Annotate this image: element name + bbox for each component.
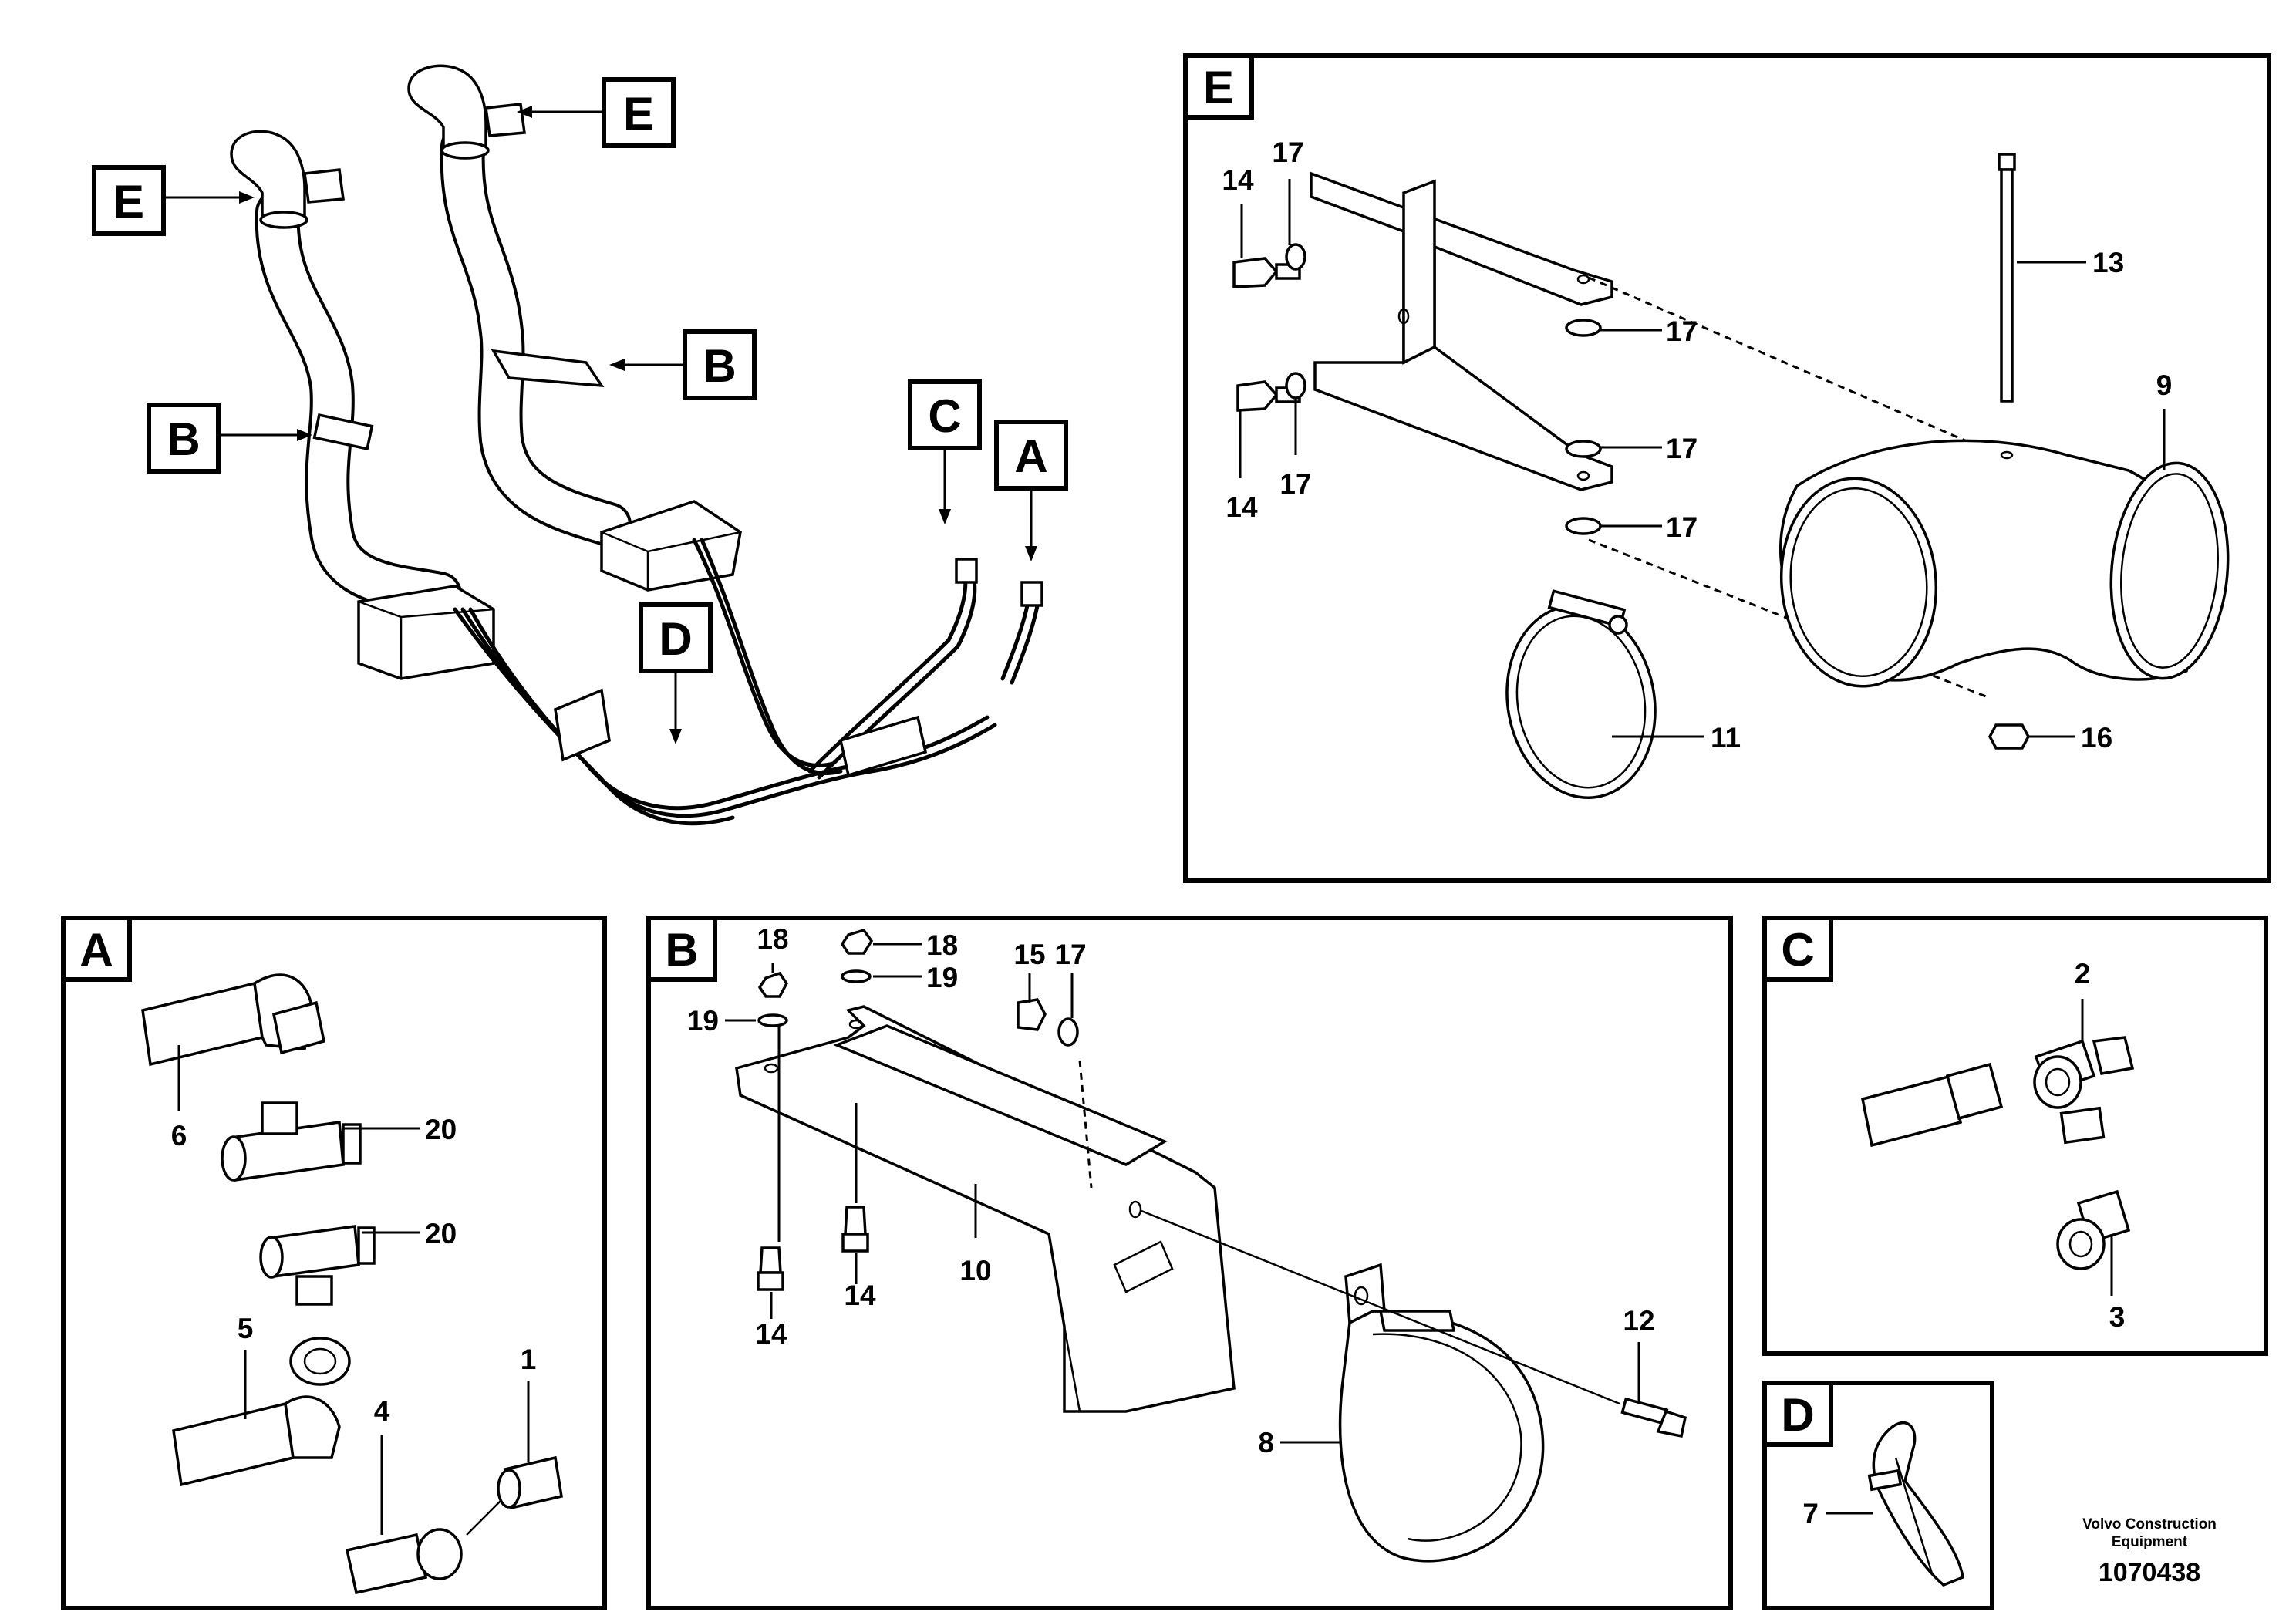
svg-text:B: B	[703, 340, 736, 392]
svg-text:8: 8	[1258, 1427, 1274, 1458]
svg-text:15: 15	[1013, 939, 1045, 970]
svg-text:14: 14	[1222, 164, 1254, 196]
svg-text:6: 6	[171, 1120, 187, 1152]
svg-text:3: 3	[2109, 1301, 2126, 1333]
svg-text:5: 5	[238, 1313, 254, 1344]
svg-text:19: 19	[687, 1005, 719, 1037]
overview-center-hose	[407, 64, 742, 592]
detail-d-panel: D 7	[1762, 1381, 1994, 1610]
svg-text:16: 16	[2081, 722, 2112, 754]
svg-text:4: 4	[374, 1395, 390, 1427]
svg-text:17: 17	[1279, 468, 1311, 500]
overview-assembly	[230, 64, 1043, 826]
svg-text:14: 14	[755, 1318, 787, 1350]
overview-callout-e-left: E	[92, 165, 255, 236]
detail-e-panel: E	[1183, 53, 2271, 883]
publisher-credit: Volvo Construction Equipment 1070438	[2082, 1516, 2217, 1587]
overview-callout-b-left: B	[147, 403, 312, 474]
svg-text:D: D	[659, 613, 692, 665]
svg-text:A: A	[1014, 430, 1047, 482]
detail-c-panel: C 2 3	[1762, 916, 2268, 1356]
overview-left-hose	[230, 130, 495, 680]
svg-text:18: 18	[926, 929, 958, 961]
svg-text:2: 2	[2075, 958, 2091, 990]
overview-callout-c: C	[908, 379, 982, 524]
svg-text:17: 17	[1666, 433, 1698, 464]
detail-a-panel: A 6 20 20 5 4	[61, 916, 607, 1610]
svg-text:E: E	[623, 88, 654, 140]
overview-callout-e-right: E	[517, 77, 676, 148]
svg-text:17: 17	[1666, 511, 1698, 543]
svg-text:17: 17	[1054, 939, 1086, 970]
svg-text:14: 14	[1226, 491, 1258, 523]
svg-text:Volvo Construction: Volvo Construction	[2082, 1516, 2217, 1533]
svg-text:17: 17	[1272, 137, 1303, 168]
overview-callout-d: D	[639, 602, 713, 744]
svg-text:17: 17	[1666, 315, 1698, 347]
svg-text:10: 10	[959, 1255, 991, 1286]
svg-text:20: 20	[425, 1114, 457, 1145]
svg-text:Equipment: Equipment	[2112, 1534, 2188, 1550]
svg-text:20: 20	[425, 1218, 457, 1249]
svg-text:E: E	[1203, 62, 1234, 113]
svg-text:1: 1	[521, 1344, 537, 1375]
svg-text:C: C	[1781, 924, 1814, 976]
svg-text:18: 18	[757, 923, 788, 955]
svg-text:B: B	[665, 924, 698, 976]
svg-text:E: E	[113, 176, 144, 228]
svg-text:14: 14	[844, 1280, 876, 1311]
detail-b-panel: B	[646, 916, 1733, 1610]
overview-harness	[453, 538, 1043, 826]
overview-callout-a: A	[994, 420, 1068, 561]
overview-callout-b-right: B	[609, 329, 757, 400]
svg-text:C: C	[928, 390, 961, 442]
svg-text:12: 12	[1623, 1305, 1654, 1337]
svg-text:7: 7	[1802, 1498, 1819, 1529]
svg-text:9: 9	[2156, 369, 2173, 401]
svg-text:A: A	[79, 924, 113, 976]
svg-text:D: D	[1781, 1389, 1814, 1441]
svg-text:11: 11	[1711, 722, 1741, 754]
svg-text:B: B	[167, 413, 200, 465]
svg-text:19: 19	[926, 962, 958, 993]
document-number: 1070438	[2099, 1558, 2200, 1587]
svg-text:13: 13	[2092, 247, 2124, 278]
